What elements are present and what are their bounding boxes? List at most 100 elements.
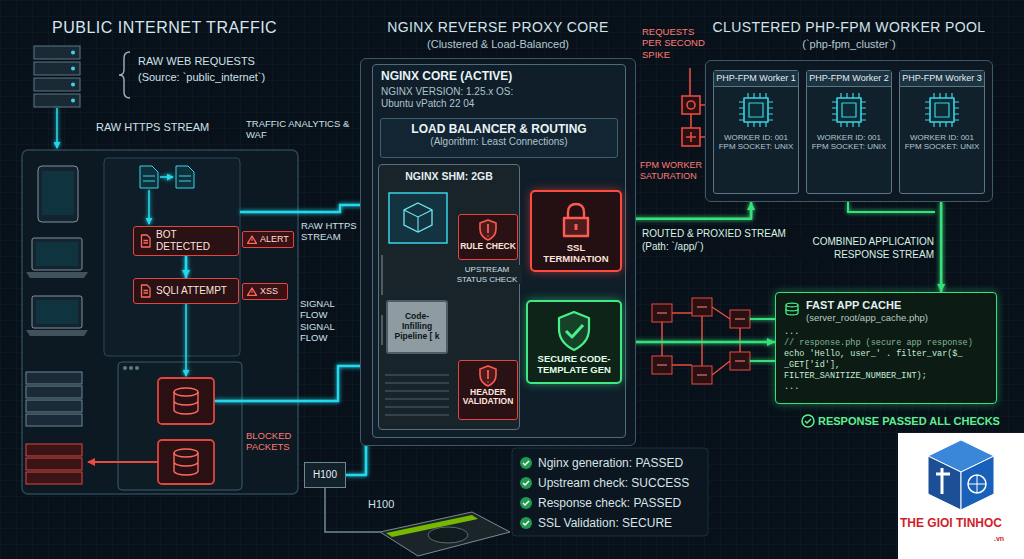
processor-icon <box>935 103 949 117</box>
blocked-wire <box>88 461 158 463</box>
processor-icon <box>919 87 965 133</box>
server-stack <box>71 99 75 103</box>
brand-logo <box>968 475 986 493</box>
server-stack <box>71 51 75 55</box>
cache-panel: FAST APP CACHE(server_root/app_cache.php… <box>775 292 997 404</box>
brand-logo <box>968 475 986 493</box>
node-text: BOT DETECTED <box>156 229 232 253</box>
document-icons <box>176 166 194 188</box>
watermark: THE GIOI TINHOC <box>900 516 1022 530</box>
region-title: PUBLIC INTERNET TRAFFIC <box>52 18 312 37</box>
gpu-label: H100 <box>368 498 408 511</box>
server-stack <box>34 46 80 107</box>
server-stack <box>34 78 80 91</box>
source-label: RAW WEB REQUESTS <box>138 55 308 68</box>
document-icon <box>140 284 151 298</box>
node-text: PHP-FPM Worker 1 <box>714 71 798 87</box>
document-icon <box>144 241 149 244</box>
region-panel <box>22 150 298 494</box>
shield-icon <box>487 224 489 237</box>
node-text: WORKER ID: 001 FPM SOCKET: UNIX <box>714 133 798 152</box>
signal-wire <box>240 205 378 212</box>
codegen-module: SECURE CODE-TEMPLATE GEN <box>526 300 622 384</box>
node-text: NGINX REVERSE PROXY CORE <box>341 19 655 36</box>
node-text: Code-Infilling Pipeline [ k <box>391 312 443 341</box>
region-panel <box>129 366 133 370</box>
alert-box: BOT DETECTED <box>133 226 239 256</box>
alert-tag: ALERT <box>242 231 294 248</box>
bracket <box>119 52 130 98</box>
alert-box: SQLI ATTEMPT <box>133 278 239 304</box>
status-line: Nginx generation: PASSED <box>538 456 704 470</box>
node-text: NGINX VERSION: 1.25.x OS: Ubuntu vPatch … <box>381 86 541 110</box>
status-note: BLOCKED PACKETS <box>246 430 296 453</box>
server-stack <box>34 94 80 107</box>
ssl-module: SSL TERMINATION <box>530 190 622 272</box>
node-text: (Algorithm: Least Connections) <box>384 136 614 148</box>
node-text: (Clustered & Load-Balanced) <box>341 38 655 51</box>
device-icons <box>26 166 88 484</box>
region-panel <box>118 362 242 490</box>
gpu-tag: H100 <box>304 462 346 488</box>
processor-icon <box>842 103 856 117</box>
chassis-hardware <box>381 255 383 345</box>
node-text: CLUSTERED PHP-FPM WORKER POOL <box>686 19 1012 36</box>
database-module <box>174 453 198 475</box>
document-icons <box>140 166 158 188</box>
database-module <box>158 378 214 484</box>
stage-label: TRAFFIC ANALYTICS & WAF <box>246 118 358 141</box>
device-icons <box>42 171 74 215</box>
node-text: RULE CHECK <box>460 242 516 251</box>
device-icons <box>32 296 82 328</box>
chassis-hardware <box>385 375 449 415</box>
worker-box: PHP-FPM Worker 3WORKER ID: 001 FPM SOCKE… <box>899 70 985 194</box>
stream-label: SIGNAL FLOW SIGNAL FLOW <box>300 298 358 344</box>
brand-logo <box>898 433 1024 559</box>
server-stack <box>71 67 75 71</box>
device-icons <box>26 372 82 384</box>
device-icons <box>36 242 78 266</box>
check-label: UPSTREAM STATUS CHECK <box>452 265 522 284</box>
proxy-cluster-frame: NGINX REVERSE PROXY CORE(Clustered & Loa… <box>360 58 636 446</box>
alert-tag: XSS <box>242 283 288 300</box>
processor-icon <box>744 98 768 122</box>
metric-note: REQUESTS PER SECOND SPIKE <box>642 26 714 60</box>
document-icon <box>140 234 151 248</box>
processor-icon <box>733 87 779 133</box>
node-text: WORKER ID: 001 FPM SOCKET: UNIX <box>900 133 984 152</box>
database-icon <box>786 305 798 315</box>
node-text: XSS <box>260 286 278 297</box>
signal-wire <box>160 176 173 178</box>
signal-wire <box>57 108 378 401</box>
document-icons <box>179 176 191 181</box>
alert-wires <box>687 101 695 109</box>
alert-wires <box>686 132 696 142</box>
node-text: NGINX CORE (ACTIVE) <box>381 69 617 83</box>
core-panel: NGINX CORE (ACTIVE) NGINX VERSION: 1.25.x… <box>372 64 626 438</box>
stream-label: RAW HTTPS STREAM <box>301 220 359 243</box>
server-stack <box>71 83 75 87</box>
flow-connector <box>940 202 943 292</box>
node-text: // response.php (secure app response) <box>784 338 988 349</box>
database-icon <box>786 303 798 307</box>
node-text: FAST APP CACHE <box>806 299 988 312</box>
node-text: SQLI ATTEMPT <box>156 285 227 297</box>
shield-icon <box>480 220 496 240</box>
node-text: HEADER VALIDATION <box>460 388 516 407</box>
shm-chassis: NGINX SHM: 2GBRULE CHECKCode-Infilling P… <box>378 164 520 430</box>
lock-icon <box>575 224 578 230</box>
blocked-wire <box>88 461 158 463</box>
node-text: ... <box>784 327 988 338</box>
signal-wire <box>214 366 378 401</box>
device-icons <box>36 300 78 324</box>
metric-note: FPM WORKER SATURATION <box>640 160 704 182</box>
document-icon <box>144 291 149 294</box>
routing-band: LOAD BALANCER & ROUTING(Algorithm: Least… <box>380 118 618 158</box>
chassis-hardware <box>404 210 432 232</box>
database-module <box>174 449 198 457</box>
node-text: echo 'Hello, user_' . filter_var($_ _GET… <box>784 349 988 382</box>
watermark: .vn <box>994 535 1020 543</box>
lock-icon <box>564 218 588 236</box>
